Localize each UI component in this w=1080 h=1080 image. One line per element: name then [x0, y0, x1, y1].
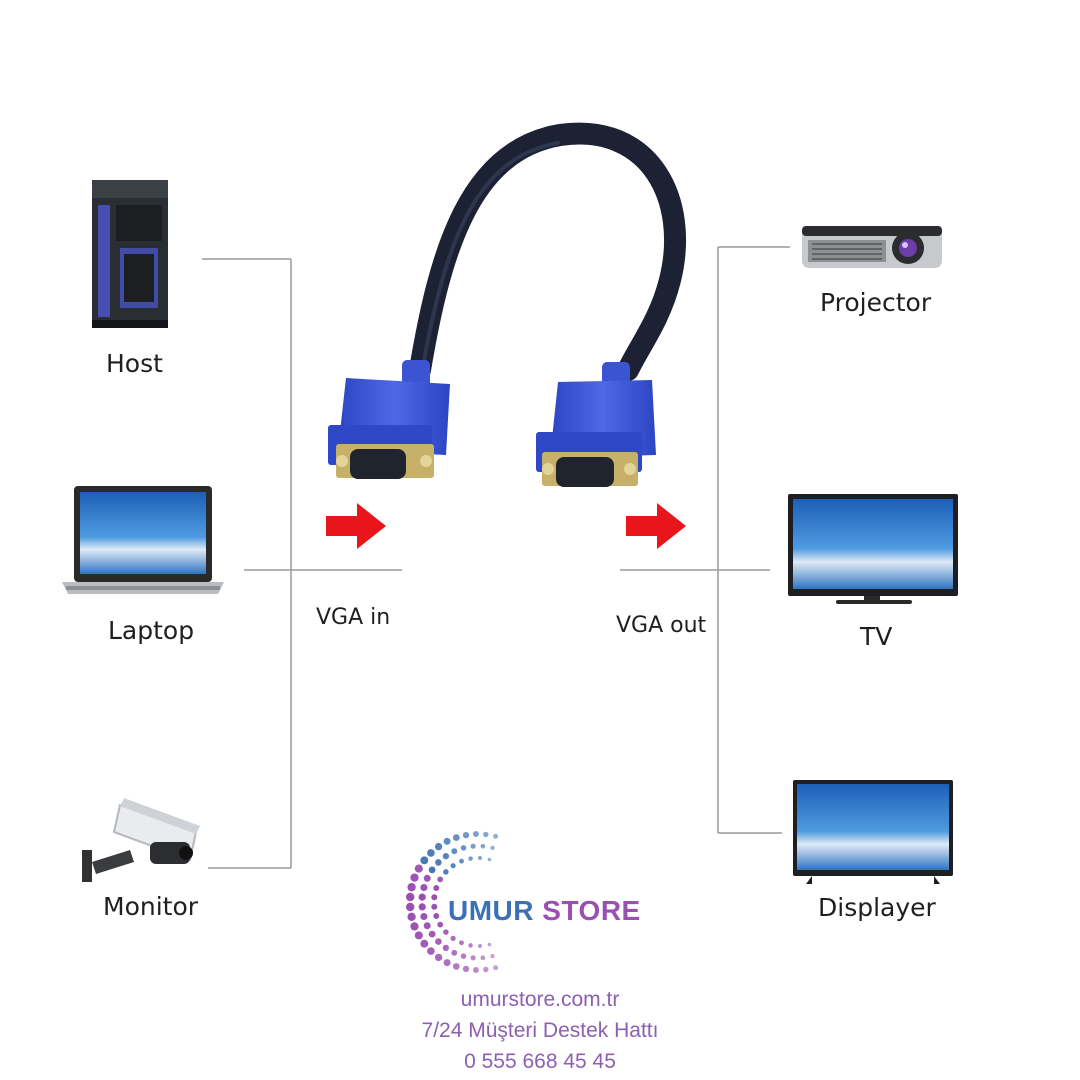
brand-logo-dot [462, 965, 470, 973]
brand-logo-dot [452, 963, 460, 970]
arrow-in-icon [326, 503, 386, 549]
brand-logo-dot [452, 834, 460, 841]
brand-logo-dot [442, 852, 450, 860]
brand-logo-dot [483, 966, 489, 973]
brand-logo-dot [460, 845, 467, 851]
brand-logo-dot [470, 955, 476, 961]
brand-logo-dot [437, 921, 444, 928]
brand-logo-dot [468, 856, 473, 861]
brand-logo-icon [406, 831, 499, 973]
brand-logo-dot [442, 944, 450, 952]
brand-logo-dot [434, 953, 443, 962]
brand-logo-dot [477, 943, 483, 949]
right-bracket-lines [620, 246, 790, 834]
source-label-monitor: Monitor [103, 892, 199, 921]
brand-logo-dot [459, 858, 464, 864]
vga-in-label: VGA in [316, 605, 391, 630]
brand-logo-dot [428, 866, 436, 874]
brand-logo-dot [483, 831, 489, 838]
brand-name-part1: UMUR [448, 895, 534, 926]
contact-website: umurstore.com.tr [460, 988, 620, 1011]
vga-cable [328, 122, 687, 487]
brand-logo-dot [451, 949, 458, 956]
brand-logo-dot [450, 935, 456, 941]
left-bracket-lines [202, 258, 402, 869]
brand-logo-dot [468, 943, 473, 948]
desktop-tower-icon [92, 180, 168, 328]
security-camera-icon [82, 798, 200, 882]
brand-logo-dot [418, 893, 426, 901]
brand-logo-dot [477, 855, 483, 861]
brand-logo-dot [443, 837, 451, 845]
brand-logo-dot [433, 885, 440, 891]
tv-icon [788, 494, 958, 604]
brand-logo-dot [418, 903, 426, 911]
brand-logo-dot [433, 913, 440, 919]
brand-logo-dot [423, 874, 431, 882]
brand-logo-dot [487, 942, 492, 947]
vga-connector-right [536, 362, 656, 487]
brand-logo-dot [427, 849, 435, 857]
source-label-host: Host [106, 349, 163, 378]
brand-logo-dot [480, 843, 486, 849]
brand-logo-dot [470, 843, 476, 849]
brand-logo-dot [493, 965, 499, 971]
brand-logo-dot [427, 947, 435, 955]
brand-logo-dot [435, 938, 442, 945]
brand-logo-dot [406, 892, 415, 902]
brand-logo-dot [420, 939, 429, 948]
brand-logo-dot [431, 903, 438, 910]
brand-logo-dot [451, 848, 458, 855]
laptop-icon [62, 486, 224, 594]
brand-name: UMUR STORE [448, 895, 641, 927]
display-screen-icon [793, 780, 953, 884]
output-label-projector: Projector [820, 288, 932, 317]
brand-logo-dot [462, 831, 470, 839]
output-label-displayer: Displayer [818, 893, 936, 922]
brand-logo-dot [420, 883, 428, 892]
brand-logo-dot [406, 902, 415, 912]
output-label-tv: TV [860, 622, 893, 651]
brand-name-part2: STORE [542, 895, 641, 926]
brand-logo-dot [423, 922, 431, 930]
brand-logo-dot [420, 912, 428, 921]
brand-logo-dot [437, 876, 444, 883]
arrow-out-icon [626, 503, 686, 549]
projector-icon [802, 226, 942, 268]
brand-logo-dot [443, 869, 449, 875]
brand-logo-dot [459, 940, 464, 946]
source-label-laptop: Laptop [108, 616, 195, 645]
brand-logo-dot [493, 833, 499, 839]
brand-logo-dot [414, 864, 423, 873]
brand-logo-dot [410, 922, 419, 931]
brand-logo-dot [414, 931, 423, 940]
brand-logo-dot [428, 930, 436, 938]
brand-logo-dot [490, 845, 495, 851]
brand-logo-dot [443, 929, 449, 935]
brand-logo-dot [431, 894, 438, 901]
brand-logo-dot [410, 873, 419, 882]
brand-logo-dot [450, 863, 456, 869]
brand-logo-dot [435, 859, 442, 866]
brand-logo-dot [407, 883, 416, 892]
contact-support-line: 7/24 Müşteri Destek Hattı [421, 1019, 659, 1042]
brand-logo-dot [472, 831, 479, 837]
brand-logo-dot [460, 953, 467, 959]
brand-logo-dot [487, 857, 492, 862]
brand-logo-dot [443, 959, 451, 967]
brand-logo-dot [407, 912, 416, 921]
brand-logo-dot [434, 842, 443, 851]
brand-logo-dot [490, 953, 495, 959]
brand-logo-dot [420, 856, 429, 865]
vga-connector-left [328, 360, 450, 479]
vga-out-label: VGA out [616, 613, 707, 638]
brand-logo-dot [480, 955, 486, 961]
brand-logo-dot [472, 967, 479, 973]
contact-phone: 0 555 668 45 45 [464, 1050, 616, 1073]
